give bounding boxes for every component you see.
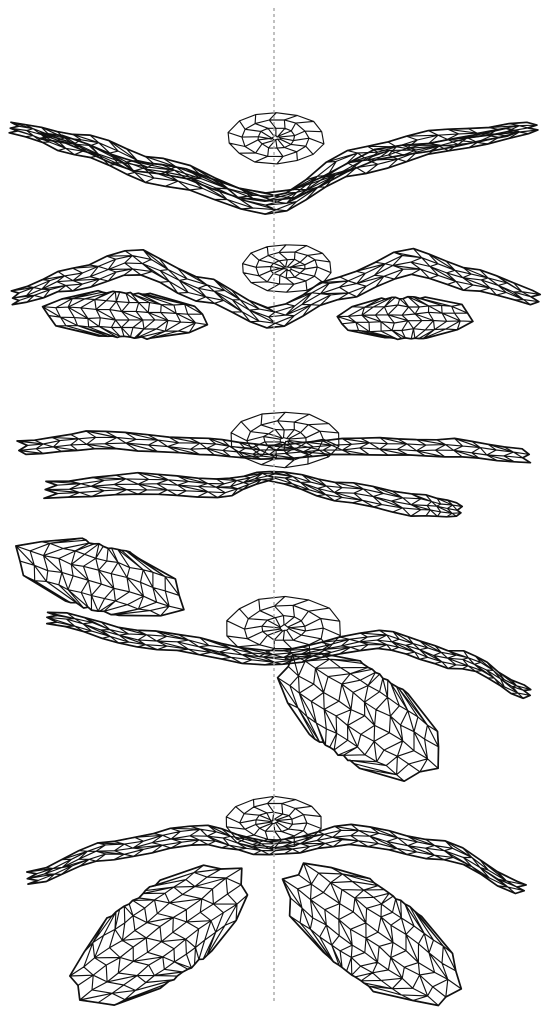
wireframe-figure <box>0 0 545 1009</box>
